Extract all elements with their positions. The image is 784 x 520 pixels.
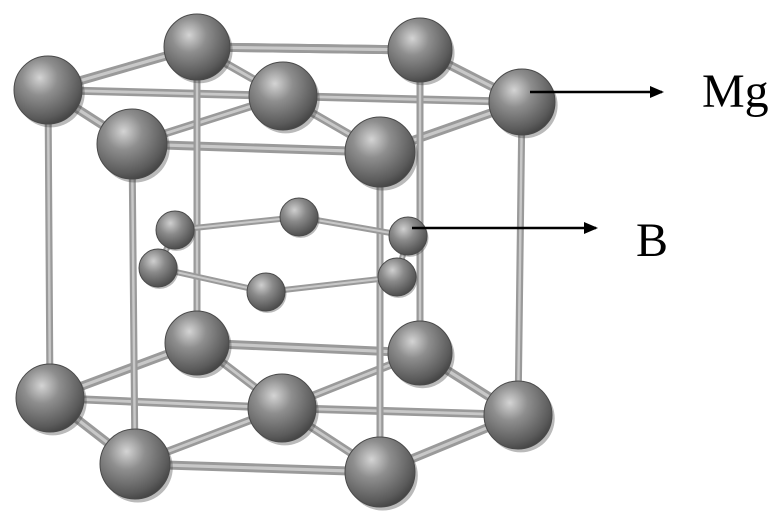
magnesium-atom (344, 436, 416, 508)
vertical-bond-highlight (130, 142, 137, 466)
magnesium-atom (13, 55, 83, 125)
magnesium-atom (483, 380, 553, 450)
boron-atom (155, 210, 195, 250)
bottom-center-bond-highlight (280, 406, 520, 417)
magnesium-atom (99, 428, 171, 500)
magnesium-atom (163, 13, 231, 81)
b-label: B (636, 214, 668, 267)
magnesium-atom (164, 310, 230, 376)
magnesium-atom (247, 373, 317, 443)
top-back-bond-highlight (195, 45, 422, 52)
magnesium-atoms (13, 13, 558, 511)
magnesium-atom (15, 363, 85, 433)
boron-bond-highlight (264, 275, 399, 294)
boron-atom (388, 216, 428, 256)
bottom-hex-bond-highlight (133, 462, 382, 474)
top-center-bond-highlight (46, 88, 285, 98)
top-center-bond-highlight (281, 94, 524, 104)
bottom-center-bond-highlight (48, 396, 284, 410)
magnesium-atom (344, 116, 416, 188)
boron-layer (138, 197, 429, 313)
boron-atom (279, 197, 319, 237)
mg-label: Mg (702, 65, 769, 118)
magnesium-atom (488, 68, 556, 136)
boron-atom (246, 272, 286, 312)
magnesium-atom (248, 61, 318, 131)
vertical-bond-highlight (516, 100, 524, 417)
boron-atom (377, 257, 417, 297)
top-hex-bond-highlight (130, 142, 382, 154)
boron-bond-highlight (173, 215, 301, 232)
magnesium-atom (96, 108, 168, 180)
magnesium-atom (387, 320, 453, 386)
boron-atom (138, 248, 178, 288)
vertical-bond-highlight (46, 88, 52, 400)
magnesium-atom (387, 17, 453, 83)
